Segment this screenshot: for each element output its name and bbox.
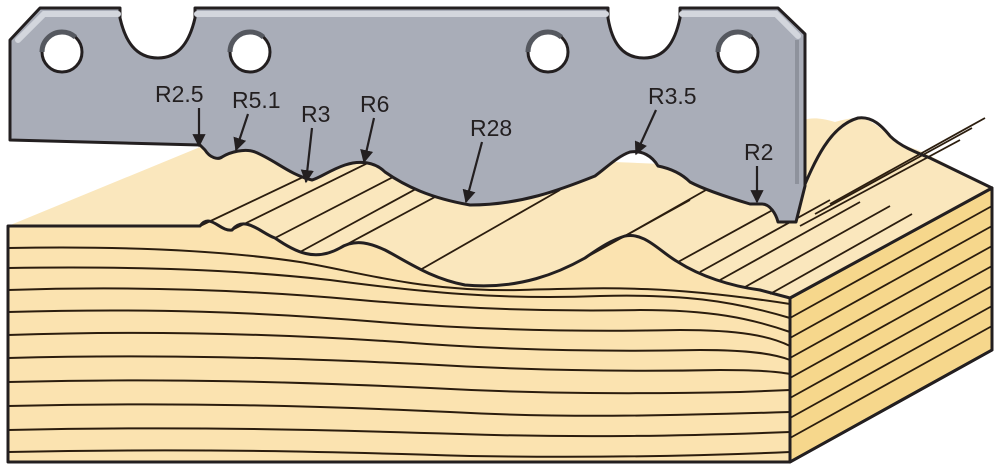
mounting-holes [39,29,761,75]
wood-block [6,116,994,464]
arrow-r5-1 [233,113,250,152]
mounting-hole-2 [227,29,273,75]
radius-arrows [192,108,764,204]
label-r5-1: R5.1 [232,87,281,113]
label-r2-5: R2.5 [155,81,204,107]
label-r6: R6 [360,91,389,117]
arrow-r28 [462,141,484,204]
mounting-hole-4 [715,29,761,75]
wood-far-edge [798,116,993,197]
mounting-hole-1 [39,29,85,75]
label-r28: R28 [470,115,512,141]
arrow-r6 [360,117,376,164]
knife-blade [8,6,807,224]
label-r2: R2 [744,139,773,165]
wood-grain-front [7,246,791,458]
wood-grain-top [199,117,986,295]
arrow-r3-5 [634,109,658,156]
label-r3-5: R3.5 [648,83,697,109]
wood-grain-side [789,205,993,439]
label-r3: R3 [301,101,330,127]
arrow-r3 [300,127,314,184]
mounting-hole-3 [525,29,571,75]
radius-labels: R2.5 R5.1 R3 R6 R28 R3.5 R2 [155,81,773,165]
wood-outline [6,186,994,464]
blade-bevel-top [15,11,801,43]
